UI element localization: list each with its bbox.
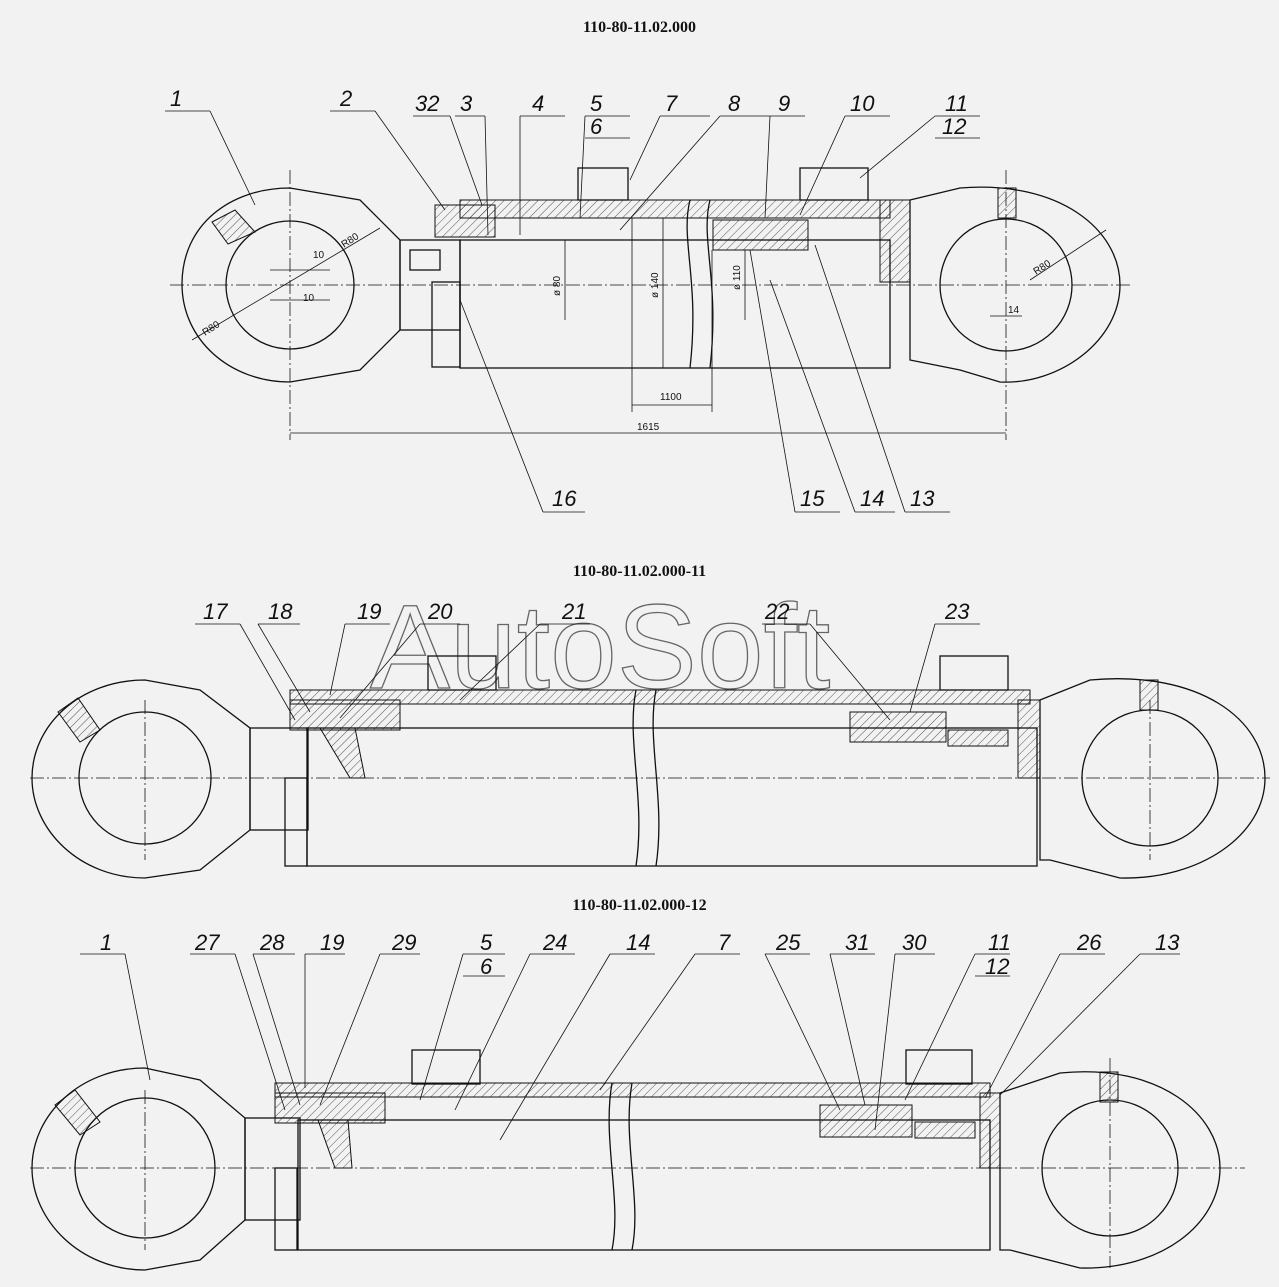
dim-rod-diameter: ø 80 (552, 276, 563, 296)
callout-26: 26 (1076, 930, 1102, 955)
callout-32-top: 32 (415, 91, 439, 116)
callouts-bottom (80, 953, 1180, 1141)
callouts-top (165, 110, 980, 513)
callout-30: 30 (902, 930, 927, 955)
callout-7-top: 7 (665, 91, 678, 116)
callout-17: 17 (203, 599, 228, 624)
callout-11-bottom: 11 (988, 930, 1011, 955)
drawing-title-top: 110-80-11.02.000 (583, 19, 696, 36)
callout-25: 25 (775, 930, 801, 955)
dim-piston-diameter: ø 110 (732, 265, 743, 290)
callout-12-bottom: 12 (985, 954, 1009, 979)
callout-21: 21 (561, 599, 586, 624)
callout-9-top: 9 (778, 91, 790, 116)
drawing-title-bottom: 110-80-11.02.000-12 (572, 897, 707, 914)
callout-13-bottom: 13 (1155, 930, 1180, 955)
dim-r80-left-bottom: R80 (201, 319, 223, 338)
callout-12-top: 12 (942, 114, 966, 139)
callout-28: 28 (259, 930, 285, 955)
callout-2-top: 2 (339, 86, 352, 111)
drawing-title-middle: 110-80-11.02.000-11 (572, 563, 707, 580)
callout-18: 18 (268, 599, 293, 624)
dim-length: 1615 (637, 422, 660, 433)
view-top (170, 167, 1130, 440)
callout-19-middle: 19 (357, 599, 381, 624)
callout-13-top: 13 (910, 486, 935, 511)
callout-10-top: 10 (850, 91, 875, 116)
callout-5-bottom: 5 (480, 930, 493, 955)
callout-14-bottom: 14 (626, 930, 650, 955)
callout-23: 23 (944, 599, 970, 624)
view-middle (30, 655, 1270, 879)
callout-27: 27 (194, 930, 220, 955)
callout-5-top: 5 (590, 91, 603, 116)
callout-7-bottom: 7 (718, 930, 731, 955)
callout-19-bottom: 19 (320, 930, 344, 955)
dim-bore-diameter: ø 140 (650, 272, 661, 298)
callout-1-top: 1 (170, 86, 182, 111)
dim-r80-right: R80 (1032, 258, 1054, 277)
callout-22: 22 (764, 599, 789, 624)
callout-24: 24 (542, 930, 567, 955)
callout-14-top: 14 (860, 486, 884, 511)
callout-31: 31 (845, 930, 869, 955)
callout-11-top: 11 (945, 91, 968, 116)
dim-offset-10-b: 10 (303, 293, 315, 304)
callouts-middle (195, 623, 980, 721)
callout-29: 29 (391, 930, 416, 955)
dim-stroke: 1100 (660, 392, 682, 403)
dim-eye-width: 14 (1008, 305, 1020, 316)
callout-1-bottom: 1 (100, 930, 112, 955)
dim-r80-left-top: R80 (340, 231, 362, 250)
callout-20: 20 (427, 599, 453, 624)
callout-15-top: 15 (800, 486, 825, 511)
callout-6-bottom: 6 (480, 954, 493, 979)
callout-16-top: 16 (552, 486, 577, 511)
callout-4-top: 4 (532, 91, 544, 116)
dim-offset-10-a: 10 (313, 250, 325, 261)
callout-6-top: 6 (590, 114, 603, 139)
view-bottom (30, 1049, 1245, 1271)
callout-8-top: 8 (728, 91, 741, 116)
callout-3-top: 3 (460, 91, 473, 116)
